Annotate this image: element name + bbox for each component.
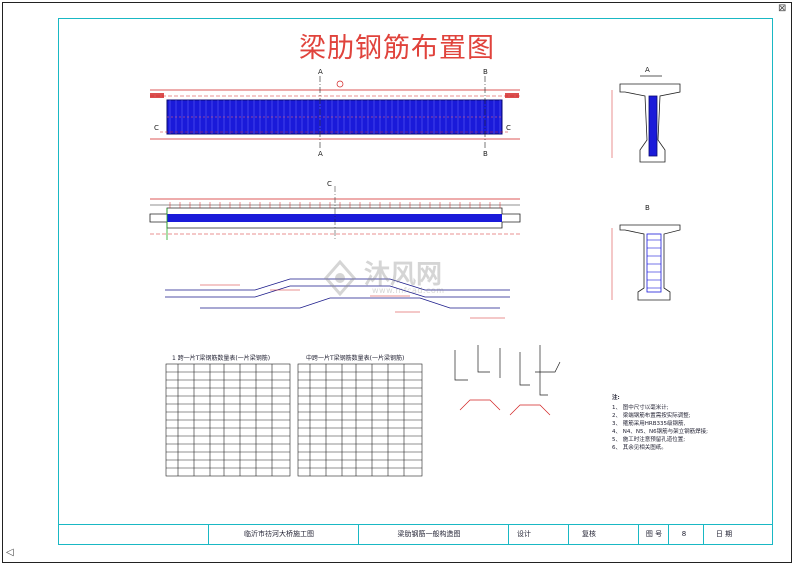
title-block-drawing-no-label: 图 号 — [638, 525, 669, 544]
drawing-title: 梁肋钢筋布置图 — [299, 33, 495, 64]
title-block-sheet-name: 梁肋钢筋一般构造图 — [358, 525, 499, 544]
note-line: 3、 箍筋采用HRB335级钢筋, — [612, 421, 686, 427]
note-line: 1、 图中尺寸以毫米计; — [612, 405, 669, 411]
drawing-frame — [58, 18, 773, 545]
title-block-date: 日 期 — [703, 525, 744, 544]
note-line: 5、 施工时注意预留孔道位置; — [612, 437, 686, 443]
section-mark-c-left: C — [154, 124, 159, 132]
section-mark-a-bottom: A — [318, 150, 323, 158]
section-mark-b-bottom: B — [483, 150, 488, 158]
title-block-review: 复核 — [568, 525, 609, 544]
left-table-title: 1 跨一片T梁钢筋数量表(一片梁钢筋) — [172, 355, 271, 362]
title-block-design: 设计 — [508, 525, 539, 544]
beam-plan-view: C — [149, 180, 521, 240]
corner-mark-top-right: ⊠ — [778, 3, 787, 14]
cross-section-a: A — [611, 66, 681, 163]
title-block: 临沂市祊河大桥施工图 梁肋钢筋一般构造图 设计 复核 图 号 8 日 期 — [58, 524, 773, 545]
section-label-b: B — [645, 204, 650, 212]
section-mark-c-plan: C — [327, 180, 332, 188]
right-rebar-table — [297, 363, 423, 477]
corner-mark-bottom-left: ◁ — [6, 547, 14, 558]
section-label-a: A — [645, 66, 650, 74]
watermark-text: 沐风网 — [364, 260, 443, 290]
notes-heading: 注: — [612, 395, 620, 401]
bent-bar-detail — [165, 278, 510, 319]
right-table-title: 中跨一片T梁钢筋数量表(一片梁钢筋) — [306, 355, 405, 362]
cross-section-b: B — [611, 204, 681, 301]
section-mark-b-top: B — [483, 68, 488, 76]
note-line: 4、 N4、N5、N6钢筋与架立钢筋焊接; — [612, 429, 708, 435]
title-block-drawing-no: 8 — [668, 525, 699, 544]
beam-elevation-view: A A B B C C — [150, 68, 520, 158]
section-mark-c-right: C — [506, 124, 511, 132]
watermark: 沐风网 www.mfcad.com — [320, 254, 480, 304]
watermark-logo-icon — [324, 259, 356, 297]
section-mark-a-top: A — [318, 68, 323, 76]
note-line: 2、 梁端钢筋布置需按实际调整; — [612, 413, 691, 419]
watermark-url: www.mfcad.com — [372, 286, 445, 295]
drawing-notes: 注: 1、 图中尺寸以毫米计; 2、 梁端钢筋布置需按实际调整; 3、 箍筋采用… — [612, 394, 762, 452]
note-line: 6、 其余见相关图纸。 — [612, 445, 667, 451]
left-rebar-table — [165, 363, 291, 477]
title-block-project: 临沂市祊河大桥施工图 — [208, 525, 349, 544]
bar-shape-details — [454, 345, 561, 416]
